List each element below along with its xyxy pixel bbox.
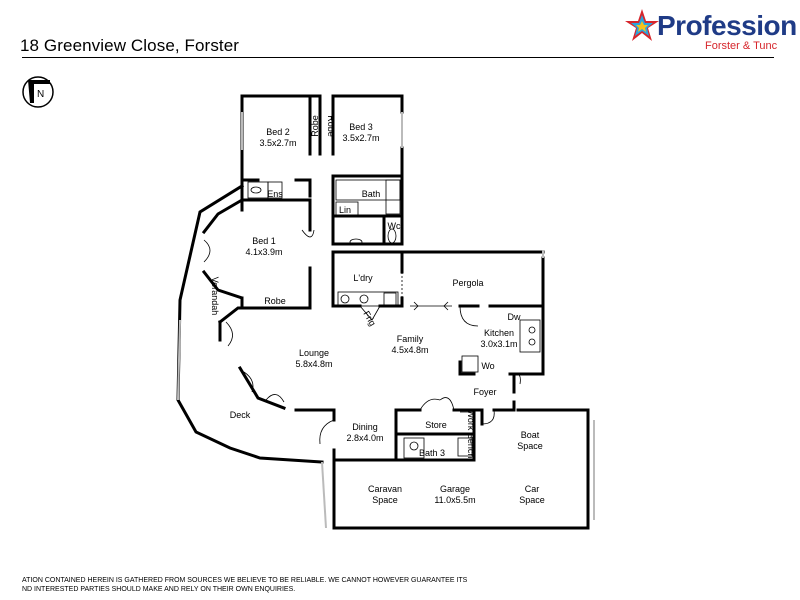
header-divider <box>22 57 774 58</box>
bed2-label: Bed 2 <box>266 127 290 137</box>
fixtures <box>203 179 541 460</box>
bed1-size: 4.1x3.9m <box>245 247 282 257</box>
wo-label: Wo <box>481 361 494 371</box>
family-label: Family <box>397 334 424 344</box>
kitchen-label: Kitchen <box>484 328 514 338</box>
disclaimer-line: ATION CONTAINED HEREIN IS GATHERED FROM … <box>22 577 468 584</box>
bath3-label: Bath 3 <box>419 448 445 458</box>
garage-size: 11.0x5.5m <box>434 495 475 505</box>
foyer-label: Foyer <box>473 387 496 397</box>
north-compass-icon: N <box>22 76 54 108</box>
boat-space-label-1: Boat <box>521 430 540 440</box>
dining-label: Dining <box>352 422 378 432</box>
page-title: 18 Greenview Close, Forster <box>20 36 240 55</box>
dw-label: Dw <box>508 312 521 322</box>
windows <box>177 112 595 529</box>
kitchen-size: 3.0x3.1m <box>480 339 517 349</box>
laundry-label: L'dry <box>353 273 373 283</box>
family-size: 4.5x4.8m <box>391 345 428 355</box>
brand-office: Forster & Tunc <box>705 40 778 52</box>
store-label: Store <box>425 420 447 430</box>
brand-name: Profession <box>657 10 797 41</box>
caravan-space-label-2: Space <box>372 495 398 505</box>
boat-space-label-2: Space <box>517 441 543 451</box>
disclaimer: ATION CONTAINED HEREIN IS GATHERED FROM … <box>22 576 467 594</box>
garage-label: Garage <box>440 484 470 494</box>
lounge-size: 5.8x4.8m <box>295 359 332 369</box>
walls <box>176 94 590 530</box>
lounge-label: Lounge <box>299 348 329 358</box>
deck-label: Deck <box>230 410 251 420</box>
work-bench-label: Work Bench <box>466 410 476 459</box>
disclaimer-line: ND INTERESTED PARTIES SHOULD MAKE AND RE… <box>22 586 296 593</box>
bed2-size: 3.5x2.7m <box>259 138 296 148</box>
lin-label: Lin <box>339 205 351 215</box>
wc-label: Wc <box>388 221 401 231</box>
frig-label: Frig <box>361 309 377 327</box>
bath-label: Bath <box>362 189 381 199</box>
ens-label: Ens <box>267 189 283 199</box>
star-logo-icon <box>625 9 659 41</box>
bed3-label: Bed 3 <box>349 122 373 132</box>
verandah-label: Verandah <box>210 277 220 316</box>
pergola-label: Pergola <box>452 278 483 288</box>
robe-right-label: Robe <box>326 115 336 137</box>
robe-bed1-label: Robe <box>264 296 286 306</box>
compass-label: N <box>37 89 44 100</box>
car-space-label-1: Car <box>525 484 540 494</box>
bed3-size: 3.5x2.7m <box>342 133 379 143</box>
dining-size: 2.8x4.0m <box>346 433 383 443</box>
bed1-label: Bed 1 <box>252 236 276 246</box>
brand-logo <box>622 6 782 52</box>
caravan-space-label-1: Caravan <box>368 484 402 494</box>
robe-left-label: Robe <box>310 115 320 137</box>
car-space-label-2: Space <box>519 495 545 505</box>
